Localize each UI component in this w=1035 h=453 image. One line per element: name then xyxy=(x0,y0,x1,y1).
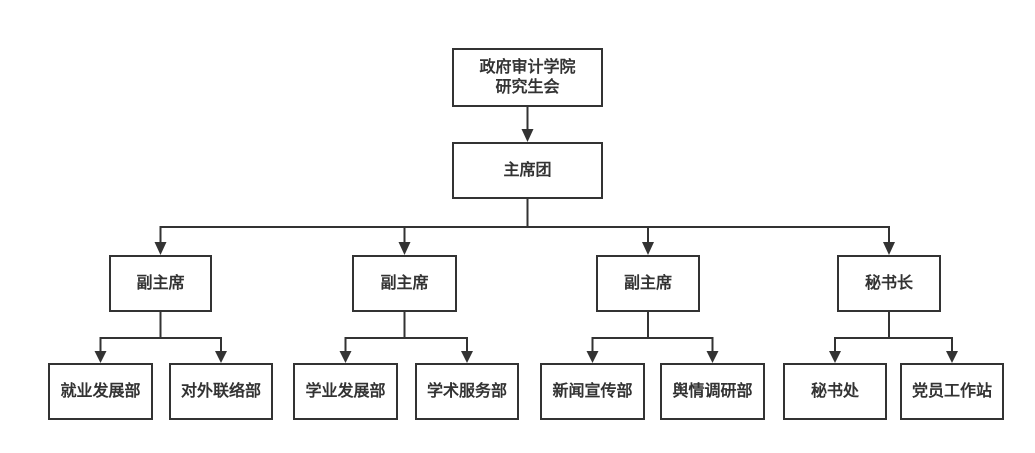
org-node-root: 政府审计学院 研究生会 xyxy=(452,48,603,107)
org-node-presidium: 主席团 xyxy=(452,142,603,199)
org-node-dept-public-opinion-research: 舆情调研部 xyxy=(660,363,765,420)
org-node-dept-news-publicity: 新闻宣传部 xyxy=(540,363,645,420)
org-node-vice-chair-1: 副主席 xyxy=(109,255,212,312)
org-node-party-member-workstation: 党员工作站 xyxy=(900,363,1004,420)
org-node-dept-academic-service: 学术服务部 xyxy=(415,363,519,420)
org-node-secretariat: 秘书处 xyxy=(783,363,887,420)
org-node-vice-chair-2: 副主席 xyxy=(352,255,457,312)
org-node-secretary-general: 秘书长 xyxy=(837,255,941,312)
org-node-vice-chair-3: 副主席 xyxy=(596,255,700,312)
org-node-dept-employment-development: 就业发展部 xyxy=(48,363,153,420)
org-node-dept-academic-development: 学业发展部 xyxy=(293,363,398,420)
org-node-dept-external-liaison: 对外联络部 xyxy=(169,363,273,420)
